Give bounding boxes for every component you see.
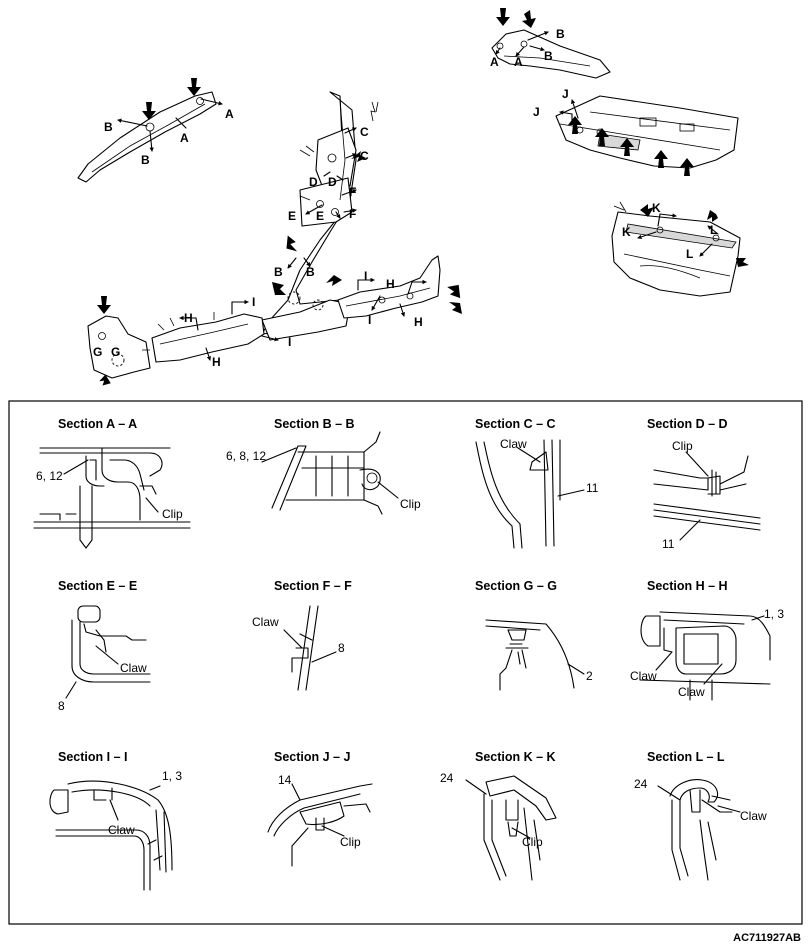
section-title: Section K – K [475, 750, 556, 764]
part-number-label: 1, 3 [764, 607, 784, 621]
callout-c: C [360, 149, 369, 163]
section-title: Section A – A [58, 417, 137, 431]
callout-h: H [414, 315, 423, 329]
section-k-k: 24 Clip [440, 771, 557, 881]
claw-label: Claw [500, 437, 527, 451]
part-number-label: 2 [586, 669, 593, 683]
part-number-label: 11 [586, 481, 599, 495]
front-sill-and-kick-panel: G G H H I I [87, 295, 291, 386]
section-title: Section I – I [58, 750, 127, 764]
part-number-label: 8 [338, 641, 345, 655]
callout-e: E [288, 209, 296, 223]
callout-b: B [556, 27, 565, 41]
callout-i: I [368, 313, 371, 327]
section-b-b: 6, 8, 12 Clip [226, 431, 421, 515]
callout-g: G [111, 345, 120, 359]
section-title: Section L – L [647, 750, 725, 764]
callout-b: B [104, 120, 113, 134]
claw-label: Claw [740, 809, 767, 823]
claw-label: Claw [120, 661, 147, 675]
trunk-end-trim: K K L L [611, 201, 749, 297]
callout-b: B [544, 49, 553, 63]
section-e-e: Claw 8 [58, 605, 151, 713]
section-title: Section E – E [58, 579, 137, 593]
callout-j: J [562, 87, 569, 101]
callout-b: B [274, 265, 283, 279]
clip-label: Clip [522, 835, 543, 849]
section-title: Section C – C [475, 417, 556, 431]
callout-i: I [364, 269, 367, 283]
callout-l: L [710, 223, 717, 237]
rear-sill-trim: I I H H [337, 255, 462, 329]
claw-label: Claw [252, 615, 279, 629]
part-number-label: 24 [440, 771, 454, 785]
clip-label: Clip [340, 835, 361, 849]
section-j-j: 14 Clip [267, 773, 373, 867]
callout-a: A [490, 55, 499, 69]
clip-label: Clip [672, 439, 693, 453]
section-title: Section D – D [647, 417, 728, 431]
callout-b: B [306, 265, 315, 279]
callout-i: I [252, 295, 255, 309]
callout-g: G [93, 345, 102, 359]
callout-j: J [533, 105, 540, 119]
section-title: Section J – J [274, 750, 350, 764]
section-title: Section B – B [274, 417, 355, 431]
rear-shelf-trim: J J [533, 87, 739, 176]
callout-k: K [622, 225, 631, 239]
callout-a: A [180, 131, 189, 145]
callout-k: K [652, 201, 661, 215]
part-number-label: 6, 8, 12 [226, 449, 266, 463]
section-title: Section H – H [647, 579, 728, 593]
section-title: Section F – F [274, 579, 352, 593]
part-number-label: 8 [58, 699, 65, 713]
section-d-d: Clip 11 [653, 439, 761, 551]
callout-a: A [225, 107, 234, 121]
callout-f: F [349, 185, 356, 199]
callout-h: H [386, 277, 395, 291]
a-pillar-trim: B A A B [77, 78, 234, 183]
callout-i: I [288, 335, 291, 349]
callout-h: H [212, 355, 221, 369]
callout-c: C [360, 125, 369, 139]
part-number-label: 11 [662, 537, 675, 551]
section-i-i: 1, 3 Claw [49, 769, 182, 891]
callout-b: B [141, 153, 150, 167]
claw-label: Claw [630, 669, 657, 683]
callout-d: D [328, 175, 337, 189]
claw-label: Claw [678, 685, 705, 699]
callout-a: A [514, 55, 523, 69]
part-number-label: 24 [634, 777, 648, 791]
section-a-a: 6, 12 Clip [33, 447, 191, 549]
claw-label: Claw [108, 823, 135, 837]
part-number-label: 14 [278, 773, 292, 787]
callout-h: H [184, 311, 193, 325]
clip-label: Clip [400, 497, 421, 511]
sections-frame [8, 400, 803, 925]
center-pillar-trim: C C D D E E F F B B [261, 91, 379, 341]
section-title: Section G – G [475, 579, 557, 593]
callout-d: D [309, 175, 318, 189]
section-titles: Section A – A Section B – B Section C – … [58, 417, 728, 764]
callout-l: L [686, 247, 693, 261]
drawing-code: AC711927AB [733, 932, 801, 944]
section-l-l: 24 Claw [634, 777, 767, 881]
part-number-label: 6, 12 [36, 469, 63, 483]
callout-e: E [316, 209, 324, 223]
clip-label: Clip [162, 507, 183, 521]
callout-f: F [349, 207, 356, 221]
section-g-g: 2 [485, 619, 593, 691]
section-c-c: Claw 11 [475, 437, 599, 549]
part-number-label: 1, 3 [162, 769, 182, 783]
quarter-upper-trim: A A B B [490, 8, 611, 79]
section-h-h: 1, 3 Claw Claw [630, 607, 784, 701]
section-f-f: Claw 8 [252, 605, 345, 691]
